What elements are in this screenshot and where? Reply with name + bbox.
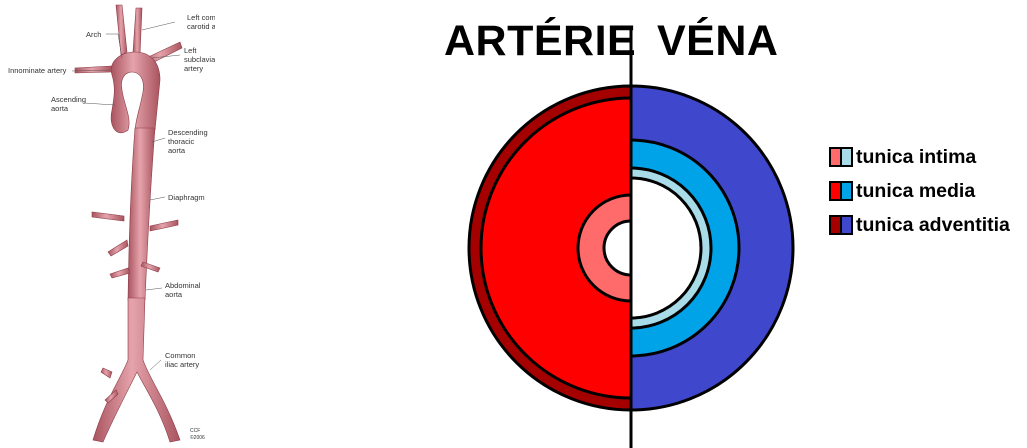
swatch-artery-adventitia: [831, 217, 842, 233]
swatch-vein-media: [842, 183, 851, 199]
leader-lines: [71, 21, 181, 371]
credit-1: CCF: [190, 428, 200, 434]
vein-half: [631, 84, 795, 412]
legend-label-intima: tunica intima: [856, 145, 977, 168]
label-innominate: Innominate artery: [8, 66, 67, 75]
label-descending-3: aorta: [168, 146, 186, 155]
legend-item-media: tunica media: [829, 180, 1010, 202]
label-common-iliac-1: Common: [165, 351, 195, 360]
artery-media-layer: [479, 96, 631, 400]
label-left-subclavian-1: Left: [184, 46, 197, 55]
legend-swatch-intima: [829, 147, 853, 167]
label-left-common-carotid-2: carotid artery: [187, 22, 215, 31]
legend-label-adventitia: tunica adventitia: [856, 213, 1010, 236]
label-abdominal-1: Abdominal: [165, 281, 201, 290]
credit-2: ©2006: [190, 434, 205, 441]
vein-lumen: [631, 176, 703, 320]
swatch-vein-adventitia: [842, 217, 851, 233]
label-abdominal-2: aorta: [165, 290, 183, 299]
aorta-vessels: [74, 4, 183, 443]
legend-label-media: tunica media: [856, 179, 976, 202]
vein-title: VÉNA: [657, 17, 779, 65]
swatch-vein-intima: [842, 149, 851, 165]
artery-half: [467, 84, 631, 412]
label-ascending-2: aorta: [51, 104, 69, 113]
aorta-illustration: Arch Left common carotid artery Left sub…: [0, 0, 215, 448]
label-ascending-1: Ascending: [51, 95, 86, 104]
label-left-subclavian-2: subclavian: [184, 55, 215, 64]
vessel-cross-section: [440, 0, 810, 448]
artery-lumen: [602, 219, 631, 277]
label-left-subclavian-3: artery: [184, 64, 203, 73]
swatch-artery-media: [831, 183, 842, 199]
cross-section-svg: [467, 28, 795, 448]
label-diaphragm: Diaphragm: [168, 193, 205, 202]
label-arch: Arch: [86, 30, 101, 39]
legend-swatch-adventitia: [829, 215, 853, 235]
label-common-iliac-2: iliac artery: [165, 360, 199, 369]
artery-title: ARTÉRIE: [444, 17, 637, 65]
legend-item-adventitia: tunica adventitia: [829, 214, 1010, 236]
legend-swatch-media: [829, 181, 853, 201]
legend: tunica intima tunica media tunica advent…: [829, 146, 1010, 248]
label-descending-2: thoracic: [168, 137, 195, 146]
label-left-common-carotid-1: Left common: [187, 13, 215, 22]
aorta-drawing: Arch Left common carotid artery Left sub…: [8, 4, 215, 443]
swatch-artery-intima: [831, 149, 842, 165]
label-descending-1: Descending: [168, 128, 208, 137]
legend-item-intima: tunica intima: [829, 146, 1010, 168]
